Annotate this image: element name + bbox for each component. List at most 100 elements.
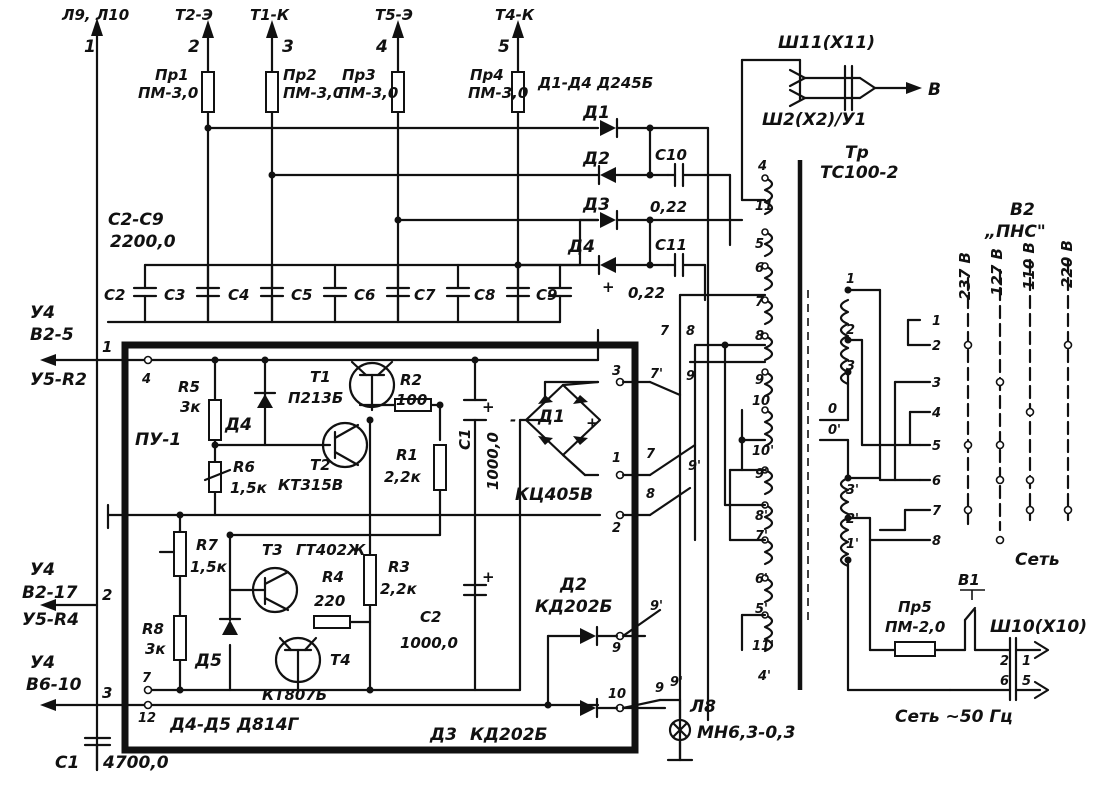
pin-3: 3	[282, 37, 294, 57]
resistor-r5	[208, 399, 222, 441]
w-pin-7: 7	[755, 295, 765, 310]
resistor-r2	[394, 398, 432, 412]
sw-pin-8: 8	[932, 534, 941, 549]
r5-val: 3к	[180, 398, 201, 416]
capacitor-c10	[646, 124, 707, 188]
bank-val: 2200,0	[110, 232, 176, 252]
d45-label: Д4-Д5 Д814Г	[169, 715, 300, 735]
l8-type: МН6,3-0,3	[697, 723, 795, 743]
resistor-r1	[433, 444, 447, 491]
l-b2-17: В2-17	[22, 583, 78, 603]
t3-ref: Т3	[262, 541, 283, 559]
connector-sh11	[788, 58, 922, 112]
resistor-r3	[363, 554, 377, 606]
r1-val: 2,2к	[384, 468, 422, 486]
resistor-r7	[158, 531, 187, 577]
switch-b2	[868, 258, 1073, 545]
capacitor-c5	[322, 263, 348, 324]
diode-d4	[597, 254, 670, 276]
c1-val: 1000,0	[484, 432, 502, 490]
fuse5-type: ПМ-2,0	[885, 618, 945, 636]
fuse-pr5	[894, 641, 967, 657]
t1-ref: Т1	[310, 368, 331, 386]
tr-pin-9: 9	[686, 369, 695, 384]
w-pin-4p: 4'	[757, 669, 771, 684]
sh10-label: Ш10(Х10)	[990, 617, 1087, 637]
transformer-tr	[797, 160, 809, 690]
c4-ref: С4	[228, 286, 249, 304]
l-u4-2: У4	[30, 560, 55, 580]
c2-ref: С2	[104, 286, 125, 304]
r7-ref: R7	[196, 536, 219, 554]
p-pin-3p: 3'	[846, 483, 859, 498]
bridge-d1: Д1	[537, 407, 565, 427]
fuse-pr3	[391, 71, 405, 113]
lamp-l8	[666, 698, 694, 762]
diode-d3	[600, 209, 710, 231]
w-pin-5p: 5'	[755, 602, 768, 617]
connector-sh10	[1008, 636, 1050, 702]
t3-type: ГТ402Ж	[296, 541, 366, 559]
bp-3: 3	[612, 364, 621, 379]
c6-ref: С6	[354, 286, 375, 304]
sh10-pin-2: 2	[1000, 654, 1009, 669]
capacitor-c6	[385, 263, 411, 324]
fuse5-ref: Пр5	[898, 598, 932, 616]
d3b-type: КД202Б	[470, 725, 548, 745]
bp-1: 1	[612, 451, 621, 466]
capacitor-c7	[445, 263, 471, 324]
c5-ref: С5	[291, 286, 312, 304]
c1out-ref: С1	[55, 753, 79, 773]
d3b-ref: Д3	[429, 725, 457, 745]
d2b-ref: Д2	[559, 575, 587, 595]
transistor-t3	[228, 566, 299, 614]
diode-d2	[597, 164, 670, 186]
t2-ref: Т2	[310, 456, 331, 474]
tr-pin-7: 7	[660, 324, 670, 339]
pin-1: 1	[84, 37, 96, 57]
sw-pin-5: 5	[932, 439, 941, 454]
pin-5: 5	[498, 37, 510, 57]
c1-ref: С1	[456, 429, 474, 450]
t4-type: КТ807Б	[262, 686, 327, 704]
r6-val: 1,5к	[230, 479, 268, 497]
switch-b1	[948, 589, 1012, 692]
zener-d5	[218, 617, 242, 635]
fuse2-type: ПМ-3,0	[283, 84, 343, 102]
diode-d3b	[580, 697, 619, 719]
w-pin-5: 5	[755, 237, 764, 252]
tr-pin-9p2: 9'	[650, 599, 663, 614]
l-pin-3: 3	[102, 684, 112, 702]
r3-ref: R3	[388, 558, 410, 576]
c8-ref: С8	[474, 286, 495, 304]
bridge-type: КЦ405В	[515, 485, 593, 505]
sw-pin-2: 2	[932, 339, 941, 354]
w-pin-8p: 8'	[755, 509, 768, 524]
w-pin-8: 8	[755, 329, 764, 344]
bp-7: 7	[142, 671, 152, 686]
tr-pin-9p: 9'	[688, 459, 701, 474]
c7-ref: С7	[414, 286, 436, 304]
tr-pin-8: 8	[686, 324, 695, 339]
diodes-top-label: Д1-Д4 Д245Б	[537, 74, 653, 92]
capacitor-c9	[547, 263, 573, 324]
fuse1-type: ПМ-3,0	[138, 84, 198, 102]
l-u4-1: У4	[30, 303, 55, 323]
bp-2: 2	[612, 521, 621, 536]
zener-d4	[253, 391, 277, 408]
l-u5-r2: У5-R2	[30, 370, 87, 390]
v-237: 237 В	[956, 252, 974, 300]
capacitor-c1	[462, 398, 488, 422]
cap-bank	[106, 218, 600, 324]
tr-pin-9b: 9	[655, 681, 664, 696]
fuse4-ref: Пр4	[470, 66, 504, 84]
pin-2: 2	[188, 37, 200, 57]
sh12-label: Ш2(Х2)/У1	[762, 110, 866, 130]
tr-type: ТС100-2	[820, 163, 898, 183]
d3-ref: Д3	[582, 195, 610, 215]
v-220: 220 В	[1058, 240, 1076, 288]
r1-ref: R1	[396, 446, 418, 464]
bp-10: 10	[608, 687, 626, 702]
